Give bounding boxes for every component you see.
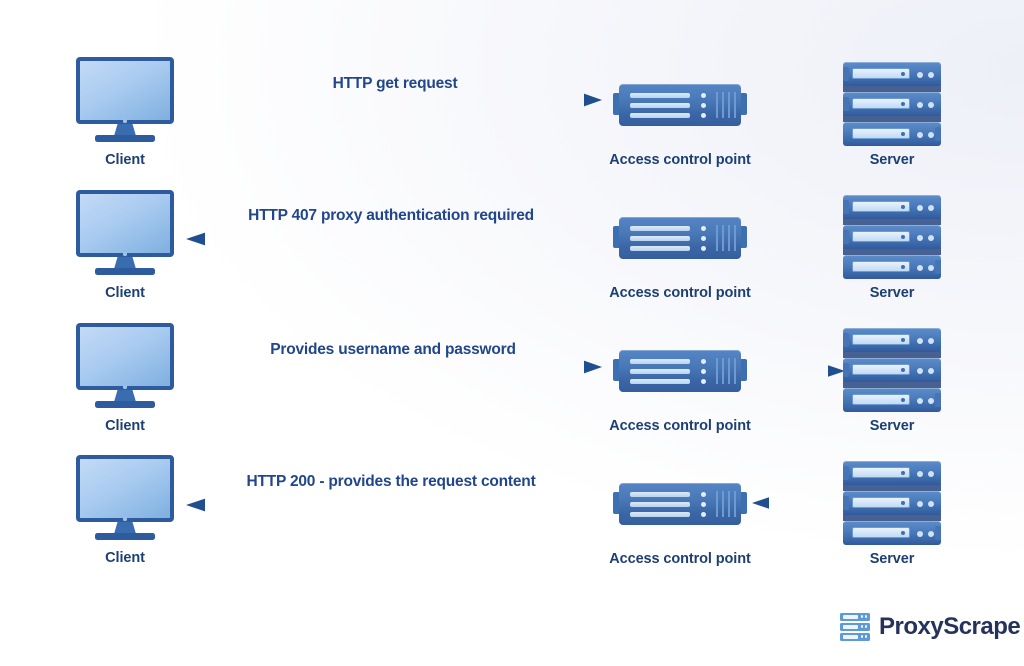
router-body	[619, 84, 741, 126]
message-label-row-4: HTTP 200 - provides the request content	[246, 473, 536, 490]
monitor-icon	[76, 455, 174, 543]
label-client-row-1: Client	[105, 152, 145, 168]
proxyscrape-logo[interactable]: ProxyScrape	[840, 613, 1021, 641]
monitor-neck	[114, 522, 136, 534]
label-server-row-2: Server	[869, 285, 915, 301]
router-ear-left	[613, 93, 622, 115]
label-client-row-2: Client	[105, 285, 145, 301]
monitor-base	[95, 401, 155, 408]
router-bars	[630, 226, 690, 251]
router-body	[619, 350, 741, 392]
monitor-screen	[76, 190, 174, 257]
monitor-screen	[76, 455, 174, 522]
arrow-acp-to-client-row-2	[186, 232, 602, 246]
server-icon-row-1	[839, 62, 945, 146]
monitor-icon	[76, 323, 174, 411]
server-stack-icon	[839, 195, 945, 279]
client-icon-row-3	[76, 323, 174, 411]
router-status-dots	[701, 226, 706, 251]
server-stack-logo-icon	[840, 613, 870, 641]
label-acp-row-3: Access control point	[609, 418, 751, 434]
server-icon-row-2	[839, 195, 945, 279]
server-stack-icon	[839, 461, 945, 545]
router-status-dots	[701, 359, 706, 384]
server-icon-row-3	[839, 328, 945, 412]
router-bars	[630, 492, 690, 517]
router-icon	[613, 80, 747, 130]
label-client-row-3: Client	[105, 418, 145, 434]
monitor-neck	[114, 124, 136, 136]
label-server-row-1: Server	[869, 152, 915, 168]
arrow-server-to-acp-row-4	[752, 496, 844, 510]
router-status-dots	[701, 93, 706, 118]
router-icon	[613, 479, 747, 529]
server-stack-icon	[839, 62, 945, 146]
router-icon	[613, 213, 747, 263]
router-icon	[613, 346, 747, 396]
label-client-row-4: Client	[105, 550, 145, 566]
acp-icon-row-4	[613, 479, 747, 529]
acp-icon-row-3	[613, 346, 747, 396]
brand-name: ProxyScrape	[879, 613, 1021, 640]
monitor-screen	[76, 323, 174, 390]
router-vents	[716, 491, 736, 517]
server-stack-icon	[839, 328, 945, 412]
router-ear-left	[613, 359, 622, 381]
client-icon-row-4	[76, 455, 174, 543]
router-vents	[716, 92, 736, 118]
monitor-neck	[114, 257, 136, 269]
arrow-server-to-client-row-4	[186, 498, 604, 512]
monitor-base	[95, 135, 155, 142]
message-label-row-3: Provides username and password	[270, 341, 516, 358]
router-status-dots	[701, 492, 706, 517]
router-ear-right	[738, 93, 747, 115]
label-acp-row-4: Access control point	[609, 551, 751, 567]
router-ear-left	[613, 226, 622, 248]
router-ear-right	[738, 492, 747, 514]
acp-icon-row-2	[613, 213, 747, 263]
server-icon-row-4	[839, 461, 945, 545]
monitor-icon	[76, 190, 174, 278]
label-acp-row-1: Access control point	[609, 152, 751, 168]
monitor-icon	[76, 57, 174, 145]
router-body	[619, 217, 741, 259]
router-bars	[630, 93, 690, 118]
message-label-row-1: HTTP get request	[332, 75, 458, 92]
client-icon-row-1	[76, 57, 174, 145]
label-server-row-4: Server	[869, 551, 915, 567]
router-vents	[716, 225, 736, 251]
client-icon-row-2	[76, 190, 174, 278]
arrow-client-to-acp-row-3	[188, 360, 602, 374]
router-bars	[630, 359, 690, 384]
arrow-client-to-acp-row-1	[190, 93, 602, 107]
label-acp-row-2: Access control point	[609, 285, 751, 301]
label-server-row-3: Server	[869, 418, 915, 434]
router-ear-right	[738, 226, 747, 248]
monitor-base	[95, 533, 155, 540]
router-ear-right	[738, 359, 747, 381]
monitor-neck	[114, 390, 136, 402]
acp-icon-row-1	[613, 80, 747, 130]
monitor-base	[95, 268, 155, 275]
message-label-row-2: HTTP 407 proxy authentication required	[248, 207, 534, 224]
arrow-acp-to-server-row-3	[757, 364, 845, 378]
router-ear-left	[613, 492, 622, 514]
monitor-screen	[76, 57, 174, 124]
router-body	[619, 483, 741, 525]
router-vents	[716, 358, 736, 384]
